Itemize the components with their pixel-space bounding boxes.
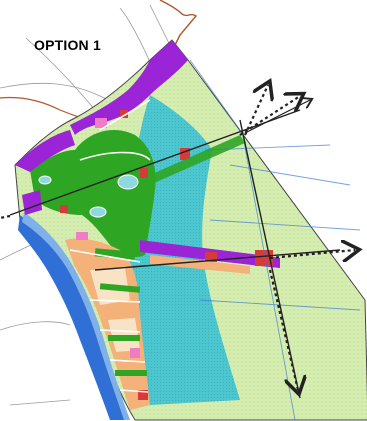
coastal-beach xyxy=(22,212,130,420)
northern-commercial-band xyxy=(70,40,188,135)
west-commercial-band xyxy=(15,130,75,172)
corridor-residential xyxy=(150,255,250,274)
lake xyxy=(117,174,139,190)
node-markers xyxy=(60,110,190,400)
corridor-node xyxy=(205,252,217,262)
local-roads xyxy=(69,99,151,393)
sea-coast-strip xyxy=(18,215,126,420)
green-corridors xyxy=(94,248,147,376)
growth-direction-arrows xyxy=(0,85,355,390)
central-green-space xyxy=(69,130,156,257)
north-green-strip xyxy=(30,150,82,215)
residential-southwest xyxy=(65,238,150,410)
lake xyxy=(38,175,52,185)
map-title: OPTION 1 xyxy=(34,37,101,53)
north-east-corridor xyxy=(150,135,245,183)
arrow-east xyxy=(244,100,310,134)
lake xyxy=(89,206,107,218)
